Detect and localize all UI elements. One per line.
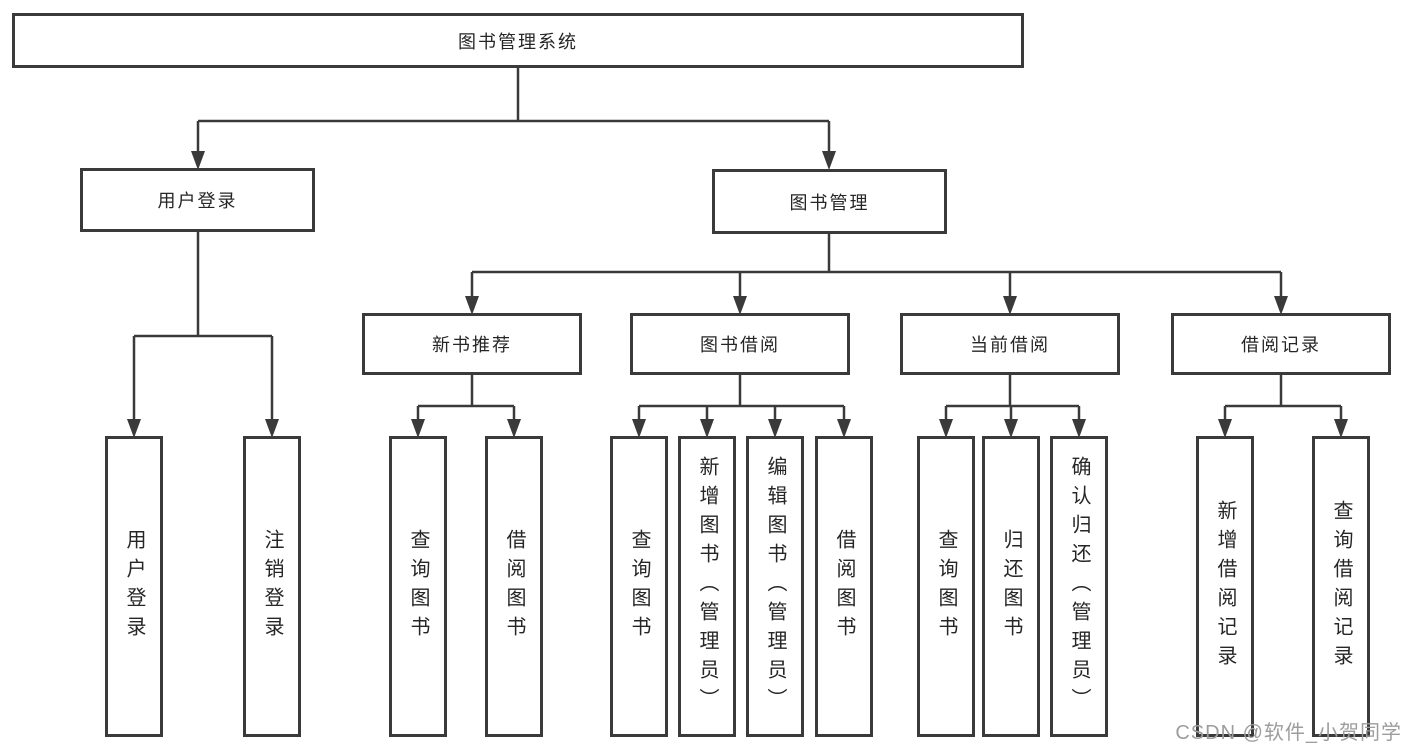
leaf-borrow-books-borrowing: 借阅图书 [815,436,873,737]
leaf-query-books-borrowing-label: 查询图书 [628,528,650,645]
leaf-return-books: 归还图书 [982,436,1040,737]
leaf-logout: 注销登录 [243,436,301,737]
leaf-add-borrow-record-label: 新增借阅记录 [1214,499,1236,674]
leaf-borrow-books-recommend: 借阅图书 [485,436,543,737]
leaf-return-books-label: 归还图书 [1000,528,1022,645]
leaf-add-book-admin-label: 新增图书（管理员） [696,456,718,717]
node-book-management: 图书管理 [712,169,947,234]
leaf-edit-book-admin: 编辑图书（管理员） [746,436,804,737]
node-borrowing-records-label: 借阅记录 [1241,335,1321,355]
node-new-book-recommend-label: 新书推荐 [432,335,512,355]
leaf-query-books-current-label: 查询图书 [935,528,957,645]
leaf-logout-label: 注销登录 [261,528,283,645]
leaf-borrow-books-recommend-label: 借阅图书 [503,528,525,645]
node-new-book-recommend: 新书推荐 [362,313,582,375]
leaf-add-book-admin: 新增图书（管理员） [678,436,736,737]
leaf-edit-book-admin-label: 编辑图书（管理员） [764,456,786,717]
leaf-borrow-books-borrowing-label: 借阅图书 [833,528,855,645]
node-user-login-label: 用户登录 [157,191,238,211]
leaf-query-books-recommend-label: 查询图书 [407,528,429,645]
leaf-query-borrow-record-label: 查询借阅记录 [1330,499,1352,674]
leaf-query-books-current: 查询图书 [917,436,975,737]
leaf-query-books-recommend: 查询图书 [389,436,447,737]
node-user-login: 用户登录 [80,168,315,232]
node-library-system-label: 图书管理系统 [458,31,578,52]
node-current-borrowing: 当前借阅 [900,313,1120,375]
leaf-add-borrow-record: 新增借阅记录 [1196,436,1254,737]
node-borrowing-records: 借阅记录 [1171,313,1391,375]
node-book-borrowing: 图书借阅 [630,313,850,375]
watermark-text: CSDN @软件_小贺同学 [1175,722,1402,744]
leaf-user-login: 用户登录 [105,436,163,737]
node-current-borrowing-label: 当前借阅 [970,335,1050,355]
arrowheads [127,151,1348,438]
node-library-system: 图书管理系统 [12,13,1024,68]
leaf-confirm-return-admin-label: 确认归还（管理员） [1068,456,1090,717]
leaf-confirm-return-admin: 确认归还（管理员） [1050,436,1108,737]
node-book-management-label: 图书管理 [789,192,870,213]
leaf-query-borrow-record: 查询借阅记录 [1312,436,1370,737]
leaf-user-login-label: 用户登录 [123,528,145,645]
leaf-query-books-borrowing: 查询图书 [610,436,668,737]
node-book-borrowing-label: 图书借阅 [700,335,780,355]
